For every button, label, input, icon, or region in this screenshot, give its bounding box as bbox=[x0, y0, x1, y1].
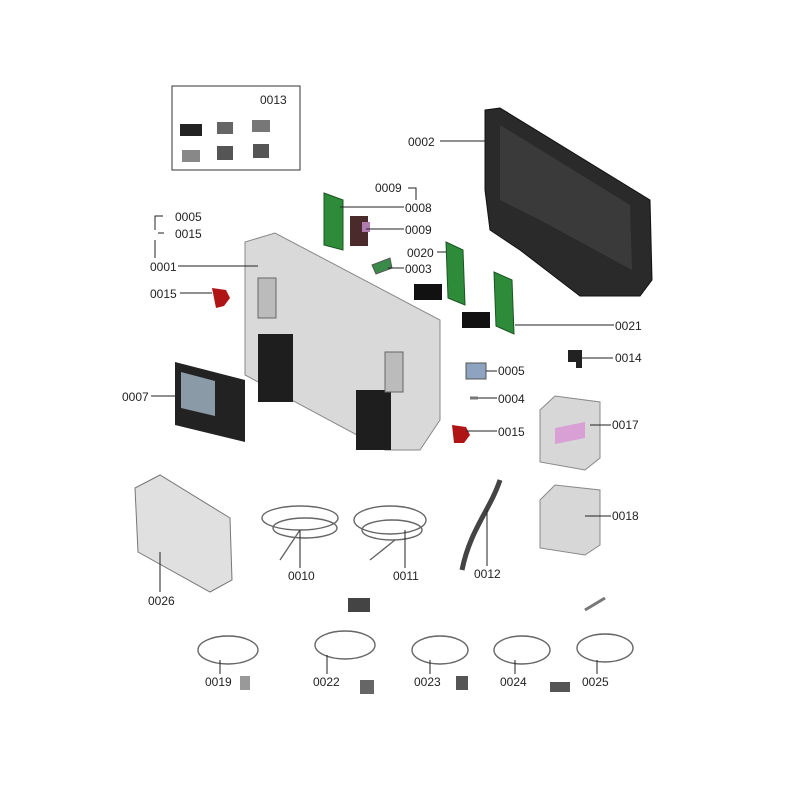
part-0026-cover[interactable] bbox=[134, 474, 233, 593]
part-0023-cable[interactable] bbox=[411, 635, 469, 690]
label-0009-top: 0009 bbox=[375, 181, 402, 195]
part-0015-clip[interactable] bbox=[212, 288, 230, 308]
label-0026: 0026 bbox=[148, 594, 175, 608]
label-0003: 0003 bbox=[405, 262, 432, 276]
part-0013-connector-set[interactable] bbox=[171, 85, 301, 171]
leader-lines bbox=[151, 140, 614, 674]
part-0021-pcb[interactable] bbox=[462, 271, 515, 335]
part-0009-module[interactable] bbox=[350, 216, 370, 246]
part-0020-pcb[interactable] bbox=[414, 241, 466, 306]
label-0005: 0005 bbox=[498, 364, 525, 378]
part-0008-pcb[interactable] bbox=[323, 192, 344, 251]
part-0007-display[interactable] bbox=[175, 362, 245, 442]
label-0014: 0014 bbox=[615, 351, 642, 365]
part-0015-clip[interactable] bbox=[452, 425, 470, 443]
label-0002: 0002 bbox=[408, 135, 435, 149]
part-0005-relay[interactable] bbox=[465, 362, 487, 380]
part-0017-module[interactable] bbox=[539, 395, 601, 471]
part-0012-cable[interactable] bbox=[459, 479, 503, 571]
label-0015-left: 0015 bbox=[150, 287, 177, 301]
part-0018-module[interactable] bbox=[539, 484, 601, 556]
label-0015-sub: 0015 bbox=[175, 227, 202, 241]
label-0015-right: 0015 bbox=[498, 425, 525, 439]
label-0010: 0010 bbox=[288, 569, 315, 583]
label-0017: 0017 bbox=[612, 418, 639, 432]
label-0013: 0013 bbox=[260, 93, 287, 107]
part-0003-board[interactable] bbox=[371, 257, 393, 275]
label-0025: 0025 bbox=[582, 675, 609, 689]
label-0011: 0011 bbox=[393, 569, 419, 583]
label-0019: 0019 bbox=[205, 675, 232, 689]
label-0005-sub: 0005 bbox=[175, 210, 202, 224]
part-0001-main-housing[interactable] bbox=[244, 232, 441, 451]
label-0009: 0009 bbox=[405, 223, 432, 237]
label-0001: 0001 bbox=[150, 260, 177, 274]
label-0007: 0007 bbox=[122, 390, 149, 404]
label-0008: 0008 bbox=[405, 201, 432, 215]
part-0025-cable[interactable] bbox=[576, 596, 634, 663]
part-0002-back-housing[interactable] bbox=[484, 107, 653, 297]
part-0011-cable-harness[interactable] bbox=[353, 505, 427, 561]
label-0023: 0023 bbox=[414, 675, 441, 689]
label-0004: 0004 bbox=[498, 392, 525, 406]
part-0014-clip[interactable] bbox=[568, 350, 582, 368]
label-0020: 0020 bbox=[407, 246, 434, 260]
part-0024-cable[interactable] bbox=[493, 635, 570, 692]
label-0022: 0022 bbox=[313, 675, 340, 689]
part-0019-cable[interactable] bbox=[197, 635, 259, 690]
label-0024: 0024 bbox=[500, 675, 527, 689]
part-0022-cable[interactable] bbox=[314, 598, 376, 694]
label-0018: 0018 bbox=[612, 509, 639, 523]
label-0021: 0021 bbox=[615, 319, 642, 333]
label-0012: 0012 bbox=[474, 567, 501, 581]
